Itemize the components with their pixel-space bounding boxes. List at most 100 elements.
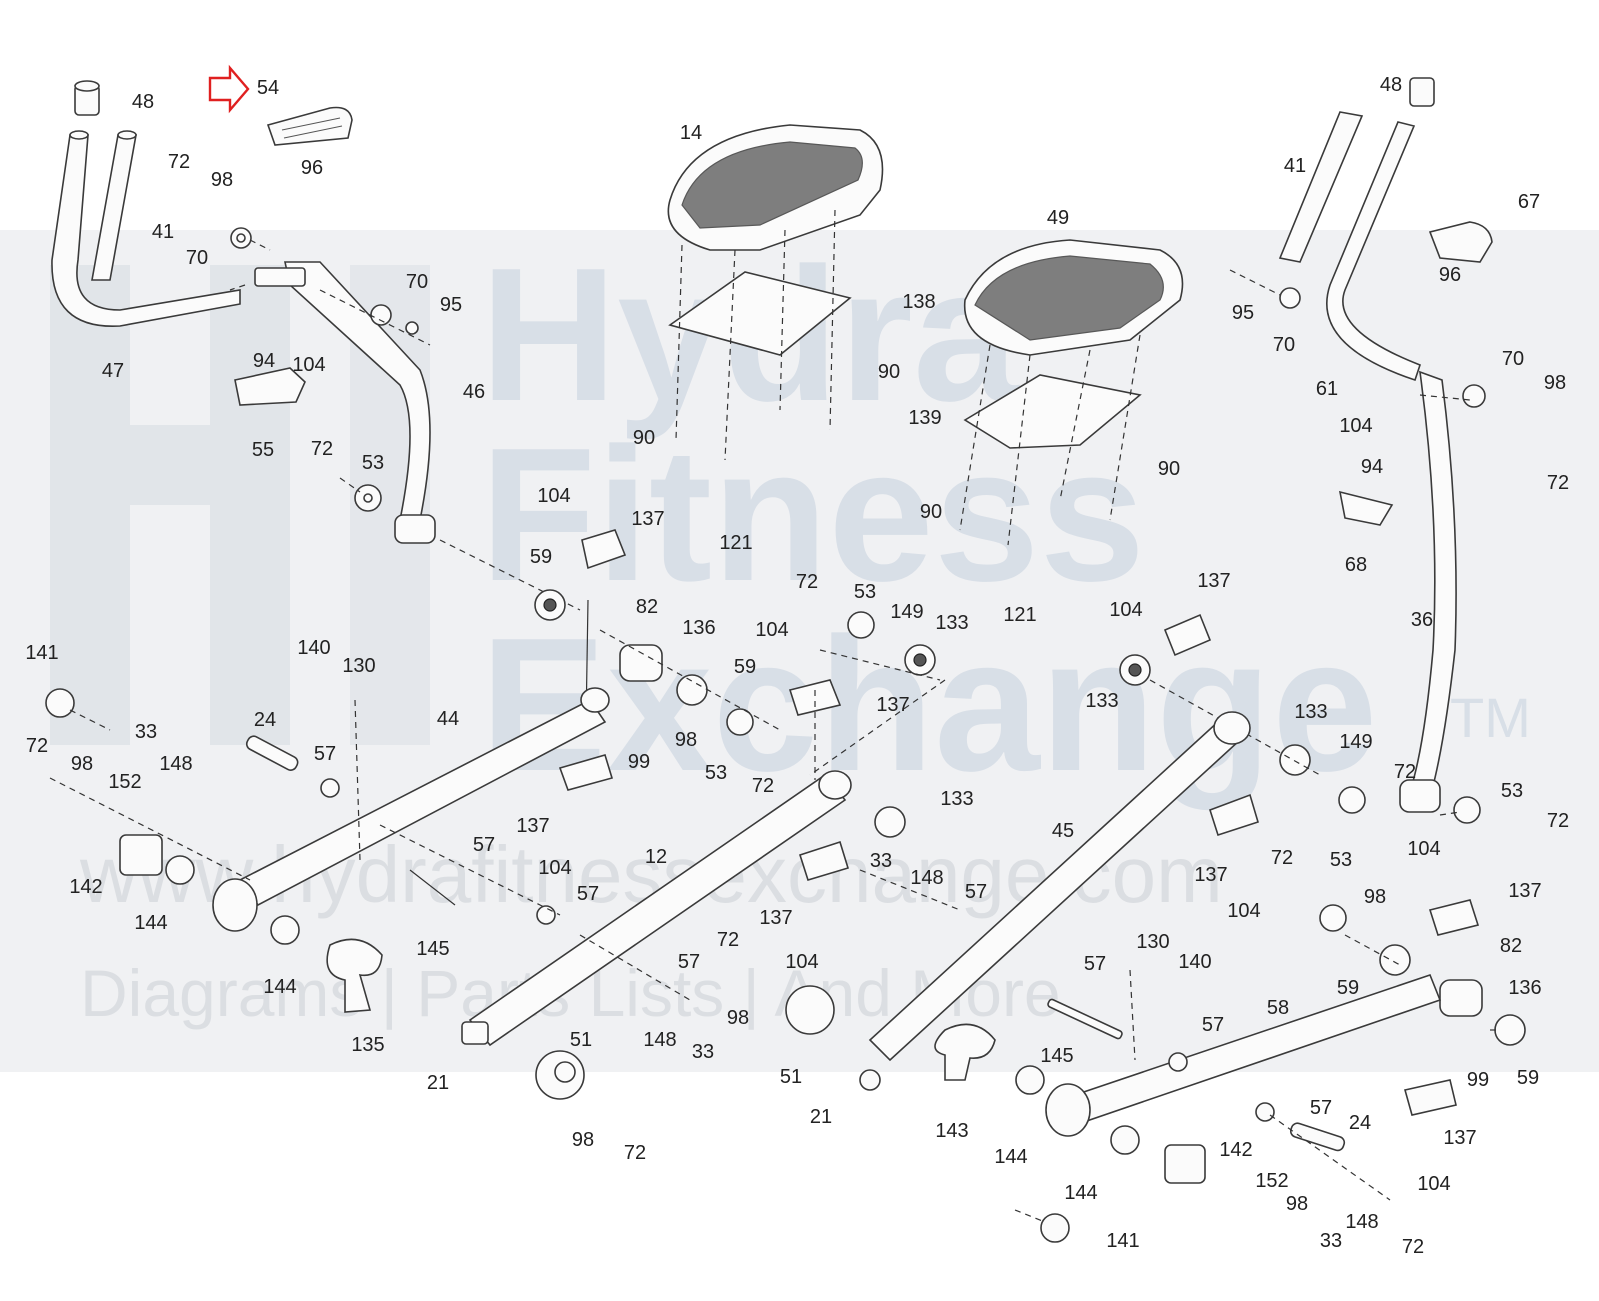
callout-90: 90 — [632, 427, 656, 449]
part-144-sprocket-b — [270, 915, 300, 945]
callout-99: 99 — [627, 751, 651, 773]
callout-72: 72 — [1546, 472, 1570, 494]
callout-33: 33 — [691, 1041, 715, 1063]
part-137-cover-g — [1404, 1079, 1457, 1116]
callout-143: 143 — [935, 1120, 969, 1142]
callout-57: 57 — [1201, 1014, 1225, 1036]
callout-104: 104 — [1227, 900, 1261, 922]
part-51-wheel-mid — [785, 985, 835, 1035]
callout-104: 104 — [1407, 838, 1441, 860]
part-41-grip-right — [1278, 111, 1364, 263]
part-48-end-cap-right — [1409, 77, 1435, 107]
callout-140: 140 — [297, 637, 331, 659]
callout-72: 72 — [623, 1142, 647, 1164]
right-frame-assembly — [859, 711, 1442, 1243]
callout-98: 98 — [674, 729, 698, 751]
part-144-sprocket-a — [165, 855, 195, 885]
part-137-cover-h — [798, 840, 850, 881]
callout-98: 98 — [210, 169, 234, 191]
callout-53: 53 — [853, 581, 877, 603]
part-57-bushing-a — [320, 778, 340, 798]
callout-99: 99 — [1466, 1069, 1490, 1091]
callout-21: 21 — [426, 1072, 450, 1094]
part-53-washer-d — [847, 611, 875, 639]
part-46-upper-arm-left — [284, 261, 431, 521]
callout-90: 90 — [1157, 458, 1181, 480]
callout-142: 142 — [1219, 1139, 1253, 1161]
callout-137: 137 — [876, 694, 910, 716]
callout-133: 133 — [1294, 701, 1328, 723]
callout-48: 48 — [1379, 74, 1403, 96]
callout-51: 51 — [779, 1066, 803, 1088]
callout-148: 148 — [159, 753, 193, 775]
callout-148: 148 — [643, 1029, 677, 1051]
callout-121: 121 — [719, 532, 753, 554]
callout-137: 137 — [1443, 1127, 1477, 1149]
callout-33: 33 — [869, 850, 893, 872]
callout-104: 104 — [292, 354, 326, 376]
callout-58: 58 — [1266, 997, 1290, 1019]
callout-54: 54 — [256, 77, 280, 99]
watermark-trademark: TM — [1450, 686, 1531, 749]
callout-41: 41 — [1283, 155, 1307, 177]
part-136-block-b — [1439, 979, 1483, 1017]
part-54-cover — [266, 106, 353, 146]
callout-144: 144 — [263, 976, 297, 998]
part-137-cover-b — [788, 679, 842, 716]
right-handlebar-assembly — [1229, 77, 1493, 824]
callout-82: 82 — [1499, 935, 1523, 957]
callout-70: 70 — [185, 247, 209, 269]
callout-121: 121 — [1003, 604, 1037, 626]
callout-104: 104 — [755, 619, 789, 641]
part-57-bushing-d — [1255, 1102, 1275, 1122]
part-136-block-a — [619, 644, 663, 682]
callout-53: 53 — [361, 452, 385, 474]
part-143-knob-right — [934, 1023, 996, 1081]
callout-53: 53 — [1329, 849, 1353, 871]
callout-44: 44 — [436, 708, 460, 730]
part-135-knob-left — [326, 938, 383, 1013]
part-55-bracket — [234, 367, 306, 406]
callout-48: 48 — [131, 91, 155, 113]
callout-57: 57 — [576, 883, 600, 905]
callout-90: 90 — [919, 501, 943, 523]
callout-94: 94 — [1360, 456, 1384, 478]
part-70-bushing-d — [1462, 384, 1486, 408]
callout-70: 70 — [405, 271, 429, 293]
callout-72: 72 — [795, 571, 819, 593]
callout-135: 135 — [351, 1034, 385, 1056]
callout-57: 57 — [677, 951, 701, 973]
callout-53: 53 — [1500, 780, 1524, 802]
callout-148: 148 — [1345, 1211, 1379, 1233]
callout-149: 149 — [1339, 731, 1373, 753]
callout-47: 47 — [101, 360, 125, 382]
callout-130: 130 — [1136, 931, 1170, 953]
callout-104: 104 — [1109, 599, 1143, 621]
part-21-cap-left — [461, 1021, 489, 1045]
callout-133: 133 — [940, 788, 974, 810]
callout-144: 144 — [994, 1146, 1028, 1168]
callout-137: 137 — [1508, 880, 1542, 902]
part-133-wheel-c — [1279, 744, 1311, 776]
part-59-wheel-c — [1379, 944, 1411, 976]
callout-59: 59 — [1516, 1067, 1540, 1089]
part-70-bushing-c — [1279, 287, 1301, 309]
callout-141: 141 — [25, 642, 59, 664]
frame-12-assembly — [379, 770, 961, 1100]
part-137-cover-f — [1428, 899, 1480, 936]
callout-57: 57 — [1309, 1097, 1333, 1119]
callout-136: 136 — [1508, 977, 1542, 999]
right-center-small-parts — [1119, 613, 1526, 1116]
callout-24: 24 — [253, 709, 277, 731]
callout-55: 55 — [251, 439, 275, 461]
callout-61: 61 — [1315, 378, 1339, 400]
callout-72: 72 — [310, 438, 334, 460]
callout-72: 72 — [751, 775, 775, 797]
callout-70: 70 — [1501, 348, 1525, 370]
callout-139: 139 — [908, 407, 942, 429]
callout-36: 36 — [1410, 609, 1434, 631]
left-frame-assembly — [45, 687, 610, 1013]
part-24-axle-right — [1289, 1122, 1346, 1152]
part-142-hub-left — [119, 834, 163, 876]
part-53-washer-f — [1319, 904, 1347, 932]
